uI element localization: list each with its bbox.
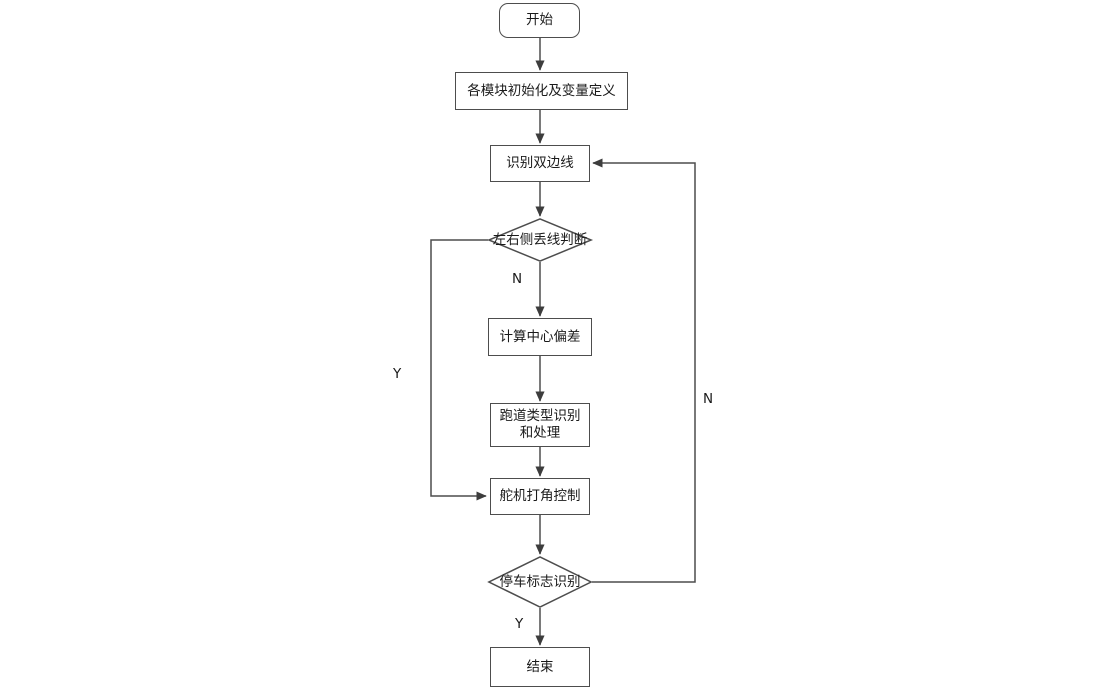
node-track-type-label: 跑道类型识别 和处理 xyxy=(499,408,581,441)
node-start[interactable]: 开始 xyxy=(499,3,580,38)
node-stop-sign-decision[interactable]: 停车标志识别 xyxy=(487,556,593,608)
node-track-type[interactable]: 跑道类型识别 和处理 xyxy=(490,403,590,447)
edge-label-stop-yes: Y xyxy=(515,616,524,632)
diamond-shape xyxy=(486,218,594,262)
node-line-loss-decision-label: 左右侧丢线判断 xyxy=(492,231,588,248)
node-center-deviation-label: 计算中心偏差 xyxy=(499,328,581,345)
node-servo-control[interactable]: 舵机打角控制 xyxy=(490,478,590,515)
node-end[interactable]: 结束 xyxy=(490,647,590,687)
node-init-label: 各模块初始化及变量定义 xyxy=(467,82,616,99)
node-detect-edges[interactable]: 识别双边线 xyxy=(490,145,590,182)
edge-loss-yes-to-servo xyxy=(430,239,488,501)
edge-label-loss-no: N xyxy=(512,271,523,287)
node-stop-sign-decision-label: 停车标志识别 xyxy=(499,573,581,590)
node-detect-edges-label: 识别双边线 xyxy=(506,155,574,172)
node-start-label: 开始 xyxy=(526,12,553,29)
node-init[interactable]: 各模块初始化及变量定义 xyxy=(455,72,628,110)
diamond-shape xyxy=(487,556,593,608)
edge-label-stop-no: N xyxy=(703,391,714,407)
node-line-loss-decision[interactable]: 左右侧丢线判断 xyxy=(486,218,594,262)
edge-stopsign-no-to-detect xyxy=(592,158,696,583)
node-center-deviation[interactable]: 计算中心偏差 xyxy=(488,318,592,356)
node-servo-control-label: 舵机打角控制 xyxy=(499,488,581,505)
edge-label-loss-yes: Y xyxy=(393,366,402,382)
node-end-label: 结束 xyxy=(526,658,554,675)
